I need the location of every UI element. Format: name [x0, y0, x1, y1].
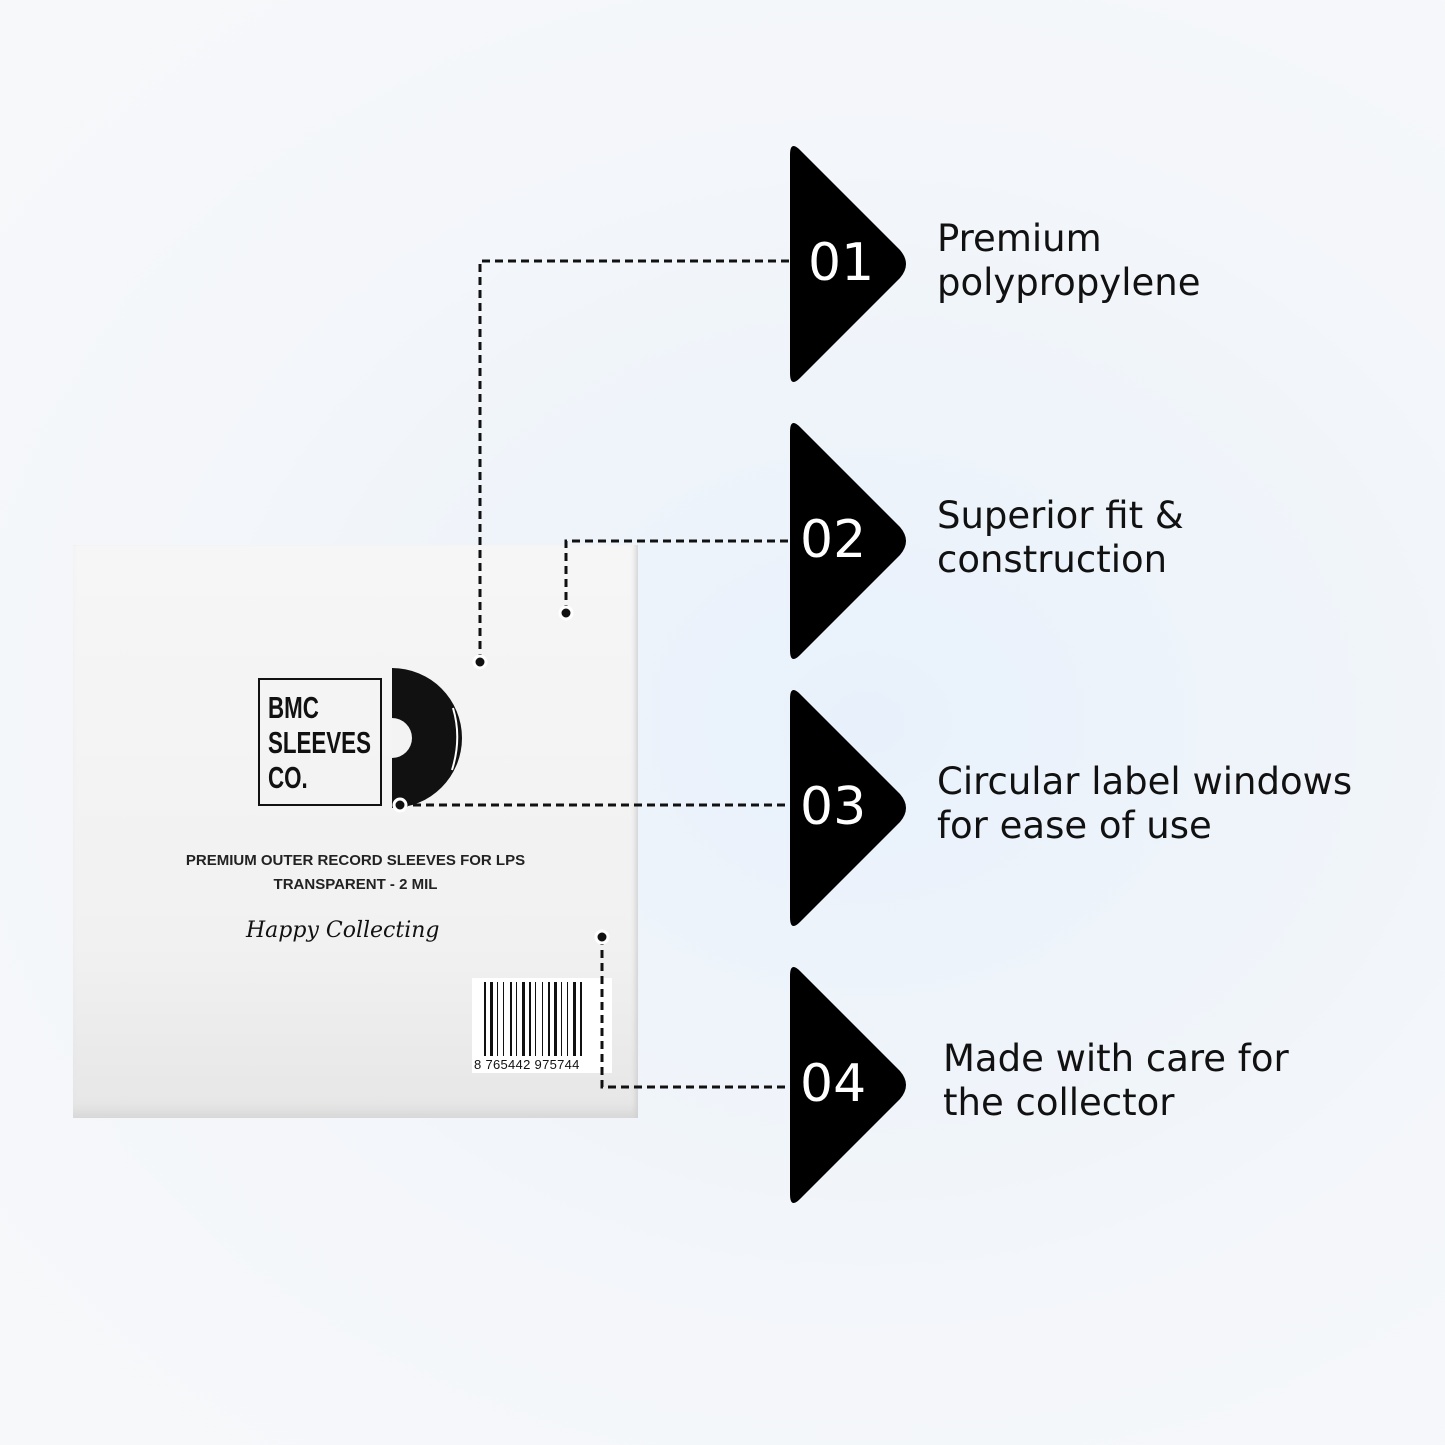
- barcode-bar: [554, 982, 557, 1056]
- feature-number-02: 02: [800, 510, 867, 570]
- barcode-bar: [573, 982, 576, 1056]
- triangle-02: [790, 423, 906, 659]
- barcode-bar: [490, 982, 493, 1056]
- product-subtitle: TRANSPARENT - 2 MIL: [273, 876, 438, 893]
- barcode-bar: [484, 982, 486, 1056]
- connector-dots: [392, 605, 610, 945]
- barcode-bar: [522, 982, 525, 1056]
- product-title: PREMIUM OUTER RECORD SLEEVES FOR LPS: [185, 852, 526, 869]
- barcode-bar: [535, 982, 536, 1056]
- barcode-bar: [497, 982, 498, 1056]
- barcode-bar: [580, 982, 582, 1056]
- triangle-04: [790, 967, 906, 1203]
- connector-04: [600, 937, 790, 1089]
- feature-number-04: 04: [800, 1054, 867, 1114]
- feature-number-03: 03: [800, 777, 867, 837]
- triangle-03: [790, 690, 906, 926]
- barcode-bar: [510, 982, 512, 1056]
- barcode-bar: [516, 982, 517, 1056]
- barcode-bar: [542, 982, 543, 1056]
- barcode-number: 8 765442 975744: [474, 1057, 580, 1072]
- triangle-01: [790, 146, 906, 382]
- vinyl-record-icon: [392, 668, 462, 808]
- connector-01: [478, 259, 790, 662]
- brand-logo-box: [258, 678, 382, 806]
- number-triangles: [790, 146, 906, 1203]
- barcode-bar: [529, 982, 531, 1056]
- connector-02: [564, 539, 790, 613]
- barcode-bar: [548, 982, 550, 1056]
- barcode-bar: [503, 982, 504, 1056]
- tagline: Happy Collecting: [246, 918, 440, 943]
- barcode-bar: [567, 982, 568, 1056]
- barcode-bar: [561, 982, 562, 1056]
- brand-logo-text: BMC SLEEVES CO.: [268, 690, 371, 795]
- feature-number-01: 01: [808, 233, 875, 293]
- connector-lines: [400, 259, 790, 1089]
- feature-text-02: Superior fit &construction: [937, 494, 1184, 581]
